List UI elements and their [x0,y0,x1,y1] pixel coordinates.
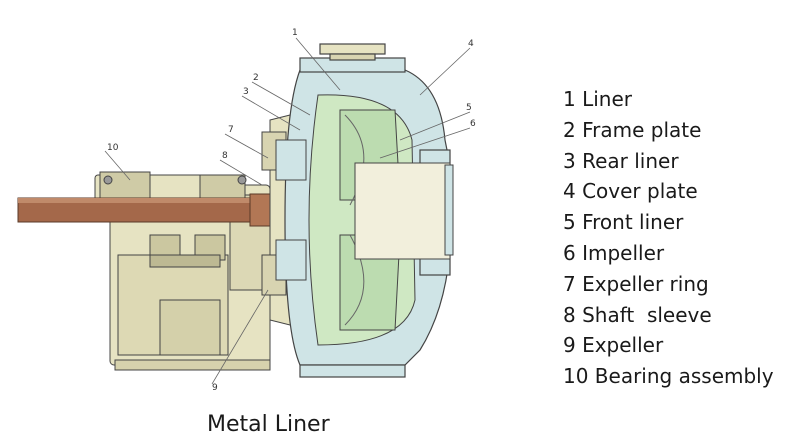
legend-item: 2 Frame plate [563,117,702,142]
callout-10: 10 [107,143,119,153]
callout-1: 1 [292,28,298,38]
legend-item: 7 Expeller ring [563,271,709,296]
callout-6: 6 [470,119,476,129]
legend-item: 5 Front liner [563,210,684,235]
callout-7: 7 [228,125,234,135]
legend-item: 1 Liner [563,87,632,111]
leader-lines [104,37,471,385]
callout-5: 5 [466,103,472,113]
legend-item: 6 Impeller [563,240,665,265]
parts-legend: 1 Liner 2 Frame plate 3 Rear liner 4 Cov… [563,84,774,392]
callout-numbers: 1 2 3 4 5 6 7 8 9 10 [107,28,476,393]
legend-item: 8 Shaft sleeve [563,302,712,327]
callout-4: 4 [468,39,474,49]
suction-inlet [354,162,454,260]
expeller-part [275,139,307,281]
callout-3: 3 [243,87,249,97]
legend-item: 4 Cover plate [563,179,698,204]
legend-item: 10 Bearing assembly [563,364,774,389]
callout-9: 9 [212,383,218,393]
legend-item: 3 Rear liner [563,148,679,173]
legend-item: 9 Expeller [563,333,664,358]
pump-cross-section-diagram: 1 2 3 4 5 6 7 8 9 10 [17,28,476,393]
diagram-caption: Metal Liner [207,412,330,437]
callout-8: 8 [222,151,228,161]
callout-2: 2 [253,73,259,83]
